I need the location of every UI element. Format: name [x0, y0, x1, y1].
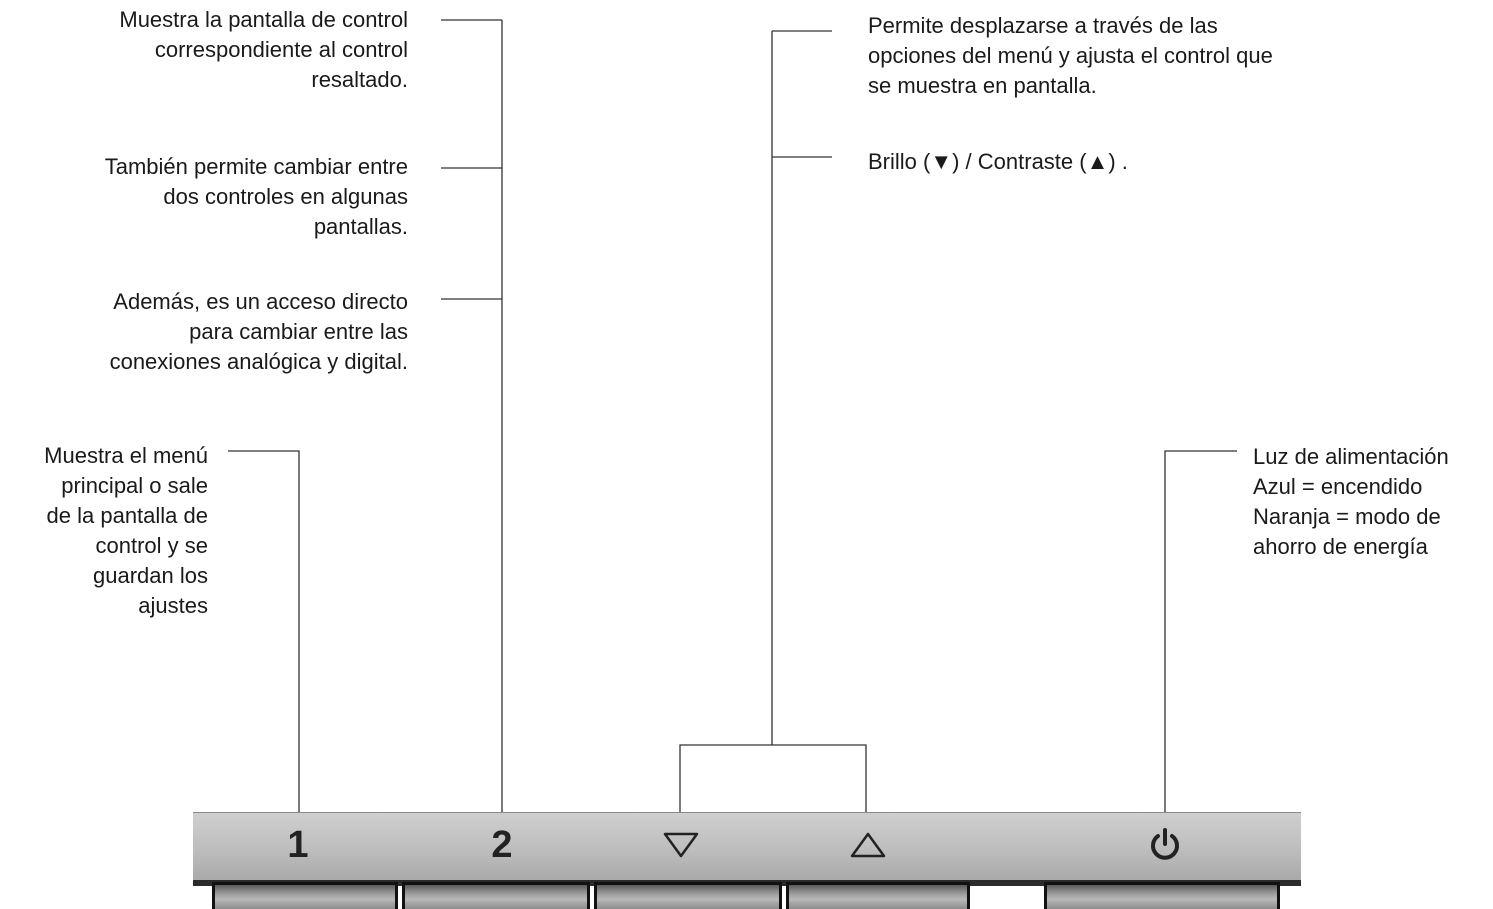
callout-line: Brillo (▼) / Contraste (▲) .	[868, 149, 1128, 174]
callout-line: Muestra la pantalla de control	[119, 7, 408, 32]
control-panel	[193, 812, 1301, 881]
callout-line: conexiones analógica y digital.	[109, 349, 408, 374]
up-triangle-outline-icon	[850, 832, 886, 858]
callout-line: Azul = encendido	[1253, 474, 1423, 499]
callout-line: Luz de alimentación	[1253, 444, 1449, 469]
callout-arrows-brightness-contrast: Brillo (▼) / Contraste (▲) .	[868, 147, 1128, 177]
button-up[interactable]	[786, 882, 970, 909]
callout-line: guardan los	[93, 563, 208, 588]
button-2[interactable]	[402, 882, 590, 909]
leader-button1	[228, 450, 300, 812]
callout-line: correspondiente al control	[154, 37, 408, 62]
callout-button2-shortcut: Además, es un acceso directo para cambia…	[110, 287, 408, 377]
callout-line: control y se	[95, 533, 209, 558]
callout-line: Además, es un acceso directo	[113, 289, 408, 314]
key-1-label: 1	[287, 824, 309, 866]
callout-line: de la pantalla de	[46, 503, 208, 528]
callout-line: principal o sale	[61, 473, 208, 498]
callout-line: resaltado.	[311, 67, 408, 92]
callout-line: para cambiar entre las	[189, 319, 408, 344]
button-power[interactable]	[1044, 882, 1280, 909]
callout-line: Permite desplazarse a través de las	[868, 13, 1218, 38]
callout-line: ajustes	[138, 593, 208, 618]
callout-line: pantallas.	[313, 214, 408, 239]
leader-arrows-bracket	[679, 744, 867, 812]
down-triangle-outline-icon	[663, 832, 699, 858]
callout-line: dos controles en algunas	[163, 184, 408, 209]
button-1[interactable]	[212, 882, 398, 909]
leader-power	[1164, 450, 1237, 812]
callout-line: Naranja = modo de	[1253, 504, 1441, 529]
callout-line: ahorro de energía	[1253, 534, 1428, 559]
callout-line: Muestra el menú	[44, 443, 208, 468]
callout-button2-display: Muestra la pantalla de control correspon…	[119, 5, 408, 95]
callout-power-light: Luz de alimentación Azul = encendido Nar…	[1253, 442, 1449, 562]
callout-button2-toggle: También permite cambiar entre dos contro…	[105, 152, 408, 242]
callout-line: se muestra en pantalla.	[868, 73, 1097, 98]
callout-button1: Muestra el menú principal o sale de la p…	[44, 441, 208, 621]
button-down[interactable]	[594, 882, 782, 909]
power-icon	[1151, 828, 1179, 860]
callout-arrows-navigate: Permite desplazarse a través de las opci…	[868, 11, 1273, 101]
callout-line: opciones del menú y ajusta el control qu…	[868, 43, 1273, 68]
key-2-label: 2	[491, 824, 513, 866]
callout-line: También permite cambiar entre	[104, 154, 408, 179]
